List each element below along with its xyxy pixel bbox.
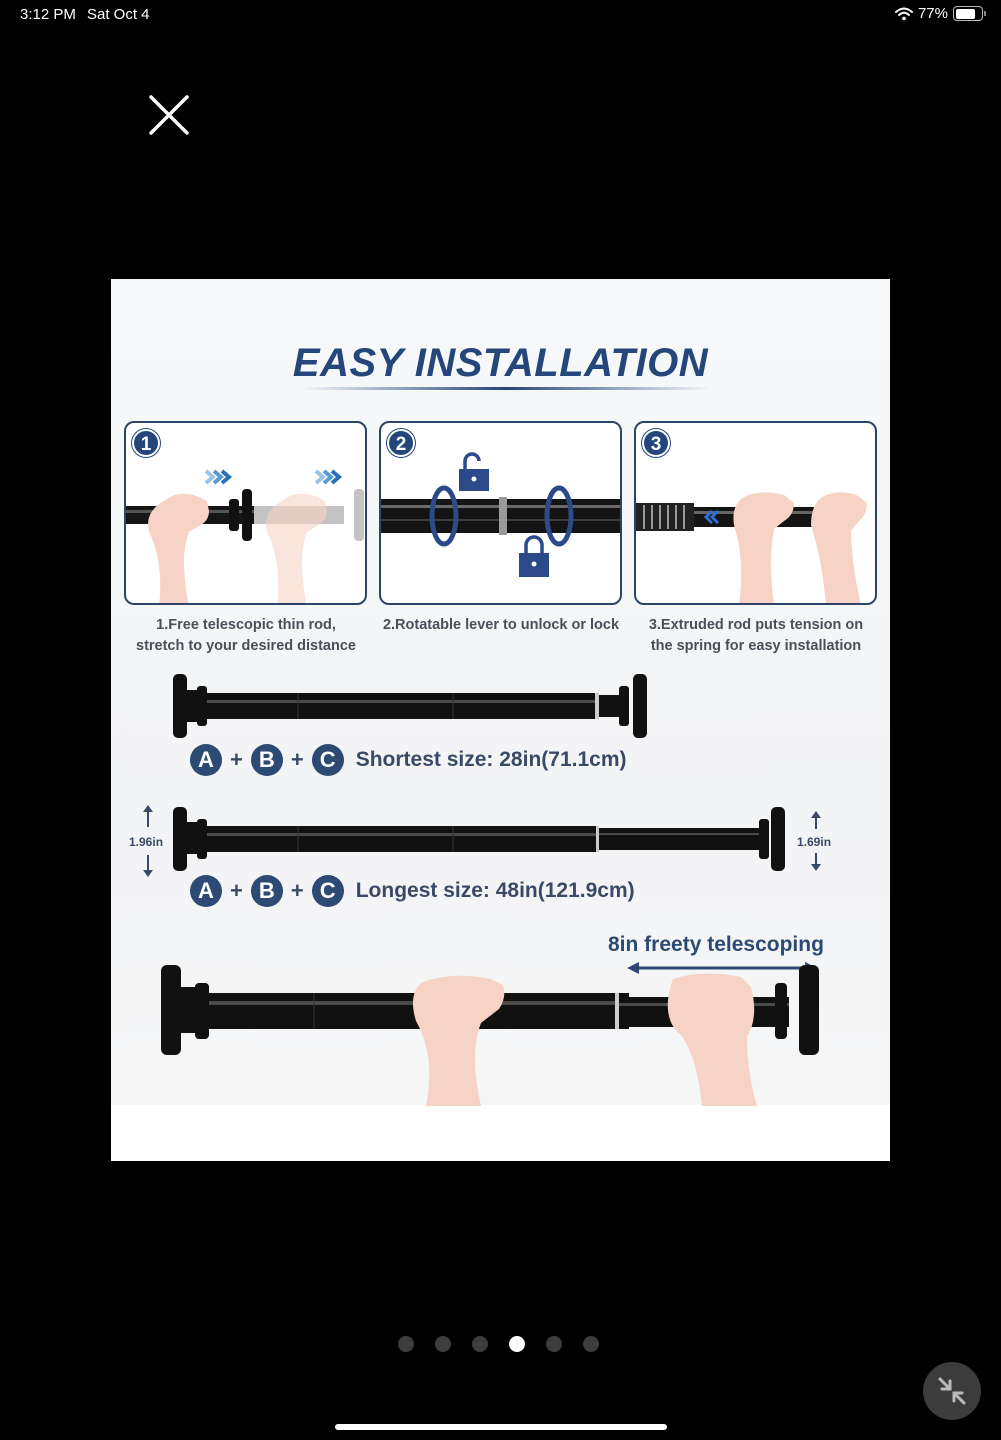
battery-percent: 77%	[917, 5, 948, 22]
step-caption-3: 3.Extruded rod puts tension on the sprin…	[648, 617, 864, 654]
step1-illustration	[126, 469, 364, 603]
step-number-badge: 1	[132, 429, 160, 457]
part-badge-b: B	[250, 744, 283, 776]
image-bottom-margin	[111, 1105, 890, 1161]
page-dot-2[interactable]	[435, 1336, 451, 1352]
battery-icon	[953, 6, 986, 21]
title-underline	[301, 387, 711, 390]
longest-size-row: A + B + C Longest size: 48in(121.9cm)	[190, 875, 635, 907]
double-chevron-icon	[204, 469, 343, 485]
page-dot-6[interactable]	[583, 1336, 599, 1352]
page-dot-4-active[interactable]	[509, 1336, 525, 1352]
collapse-arrows-icon	[938, 1377, 966, 1405]
left-diameter-label: 1.96in	[129, 835, 164, 849]
right-diameter-label: 1.69in	[797, 835, 832, 849]
step-caption-2: 2.Rotatable lever to unlock or lock	[382, 617, 620, 633]
shortest-size-text: Shortest size: 28in(71.1cm)	[355, 748, 627, 771]
part-badge-c: C	[311, 875, 344, 907]
up-down-arrow-icon	[811, 811, 821, 871]
step-number-badge: 2	[387, 429, 415, 457]
up-down-arrow-icon	[143, 805, 153, 877]
collapse-button[interactable]	[923, 1362, 981, 1420]
product-image[interactable]: EASY INSTALLATION 1	[111, 279, 890, 1161]
close-button[interactable]	[147, 93, 191, 137]
step-panel-2: 2	[379, 421, 622, 605]
close-icon	[149, 95, 189, 135]
page-dot-5[interactable]	[546, 1336, 562, 1352]
part-badge-a: A	[190, 875, 222, 907]
shortest-rod-illustration	[173, 674, 647, 738]
status-bar: 3:12 PM Sat Oct 4 77%	[0, 0, 1001, 30]
step-caption-1: 1.Free telescopic thin rod, stretch to y…	[136, 617, 356, 654]
status-date: Sat Oct 4	[87, 6, 150, 23]
longest-size-text: Longest size: 48in(121.9cm)	[355, 879, 635, 902]
telescoping-label: 8in freety telescoping	[608, 933, 824, 956]
page-dot-3[interactable]	[472, 1336, 488, 1352]
wifi-icon	[894, 7, 913, 20]
step3-illustration	[636, 492, 867, 603]
step-panel-3: 3	[634, 421, 877, 605]
double-arrow-icon	[627, 962, 817, 974]
rod-with-hands-illustration	[161, 965, 819, 1106]
step-number-badge: 3	[642, 429, 670, 457]
part-badge-b: B	[250, 875, 283, 907]
longest-rod-illustration	[173, 807, 785, 871]
unlock-icon	[459, 452, 489, 491]
part-badge-a: A	[190, 744, 222, 776]
step-panel-1: 1	[124, 421, 367, 605]
step2-illustration	[381, 452, 620, 577]
status-time: 3:12 PM	[20, 6, 76, 23]
lock-icon	[519, 535, 549, 577]
image-title: EASY INSTALLATION	[292, 341, 709, 385]
status-indicators: 77%	[894, 5, 986, 22]
page-indicator	[398, 1336, 599, 1352]
home-indicator[interactable]	[335, 1424, 667, 1430]
part-badge-c: C	[311, 744, 344, 776]
page-dot-1[interactable]	[398, 1336, 414, 1352]
shortest-size-row: A + B + C Shortest size: 28in(71.1cm)	[190, 744, 626, 776]
